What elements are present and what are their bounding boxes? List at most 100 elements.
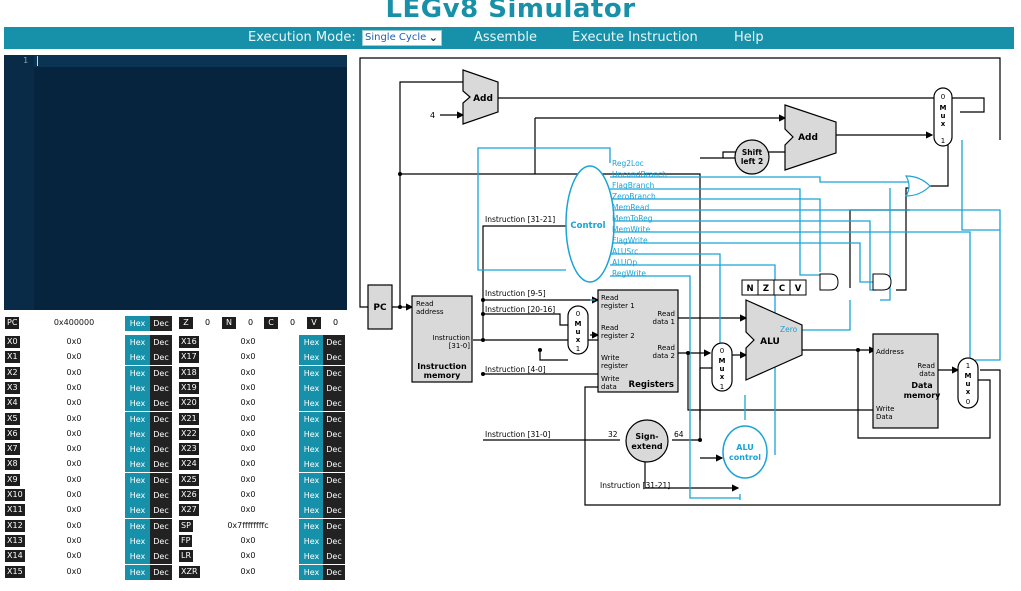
dec-button[interactable]: Dec [323,442,345,457]
hex-button[interactable]: Hex [125,519,150,534]
dec-button[interactable]: Dec [150,381,172,396]
hex-button[interactable]: Hex [299,457,324,472]
hex-button[interactable]: Hex [125,457,150,472]
register-value: 0x0 [66,429,82,438]
dec-button[interactable]: Dec [323,503,345,518]
register-value: 0x0 [240,505,256,514]
svg-text:Read: Read [601,294,619,302]
hex-button[interactable]: Hex [299,350,324,365]
dec-button[interactable]: Dec [150,503,172,518]
dec-button[interactable]: Dec [150,549,172,564]
dec-button[interactable]: Dec [323,366,345,381]
svg-text:x: x [941,120,946,128]
svg-text:extend: extend [631,442,663,451]
dec-button[interactable]: Dec [150,412,172,427]
svg-text:u: u [720,365,725,373]
dec-button[interactable]: Dec [323,427,345,442]
dec-button[interactable]: Dec [150,350,172,365]
hex-button[interactable]: Hex [125,488,150,503]
hex-button[interactable]: Hex [125,503,150,518]
svg-text:0: 0 [720,347,724,355]
execute-instruction-link[interactable]: Execute Instruction [572,30,698,45]
hex-button[interactable]: Hex [299,442,324,457]
dec-button[interactable]: Dec [150,457,172,472]
flags-register: N Z C V [741,279,807,296]
dec-button[interactable]: Dec [150,316,172,331]
dec-button[interactable]: Dec [150,442,172,457]
svg-text:u: u [941,112,946,120]
hex-button[interactable]: Hex [125,335,150,350]
dec-button[interactable]: Dec [150,488,172,503]
dec-button[interactable]: Dec [323,549,345,564]
register-name: X14 [5,550,25,562]
hex-button[interactable]: Hex [299,549,324,564]
alu-control: ALU control [722,425,768,479]
register-name: X8 [5,458,20,470]
assemble-link[interactable]: Assemble [474,30,537,45]
hex-button[interactable]: Hex [299,396,324,411]
svg-text:M: M [940,104,947,112]
dec-button[interactable]: Dec [323,534,345,549]
register-value: 0x0 [66,521,82,530]
alu: ALU Zero [745,299,803,381]
register-name: X20 [179,397,199,409]
dec-button[interactable]: Dec [323,519,345,534]
hex-button[interactable]: Hex [299,488,324,503]
dec-button[interactable]: Dec [150,396,172,411]
register-value: 0x0 [66,368,82,377]
dec-button[interactable]: Dec [323,335,345,350]
hex-button[interactable]: Hex [299,381,324,396]
dec-button[interactable]: Dec [150,366,172,381]
dec-button[interactable]: Dec [323,565,345,580]
hex-button[interactable]: Hex [125,442,150,457]
hex-button[interactable]: Hex [299,473,324,488]
flag-name: C [264,317,278,329]
register-name: XZR [179,566,200,578]
dec-button[interactable]: Dec [323,350,345,365]
hex-button[interactable]: Hex [125,534,150,549]
hex-button[interactable]: Hex [125,473,150,488]
execution-mode-select[interactable]: Single Cycle ⌄ [362,30,442,46]
register-name: X26 [179,489,199,501]
hex-button[interactable]: Hex [299,519,324,534]
dec-button[interactable]: Dec [323,488,345,503]
help-link[interactable]: Help [734,30,764,45]
dec-button[interactable]: Dec [150,335,172,350]
svg-text:Instruction [31-0]: Instruction [31-0] [485,430,550,439]
hex-button[interactable]: Hex [299,366,324,381]
hex-button[interactable]: Hex [299,412,324,427]
dec-button[interactable]: Dec [150,534,172,549]
dec-button[interactable]: Dec [150,473,172,488]
hex-button[interactable]: Hex [125,549,150,564]
register-value: 0x7ffffffffc [227,521,269,530]
hex-button[interactable]: Hex [125,396,150,411]
hex-button[interactable]: Hex [125,366,150,381]
hex-button[interactable]: Hex [125,427,150,442]
dec-button[interactable]: Dec [150,565,172,580]
hex-button[interactable]: Hex [299,427,324,442]
register-name: X2 [5,367,20,379]
register-name: X25 [179,474,199,486]
register-value: 0x400000 [53,318,95,327]
register-value: 0x0 [240,567,256,576]
dec-button[interactable]: Dec [323,473,345,488]
register-file: Read register 1 Read register 2 Write re… [597,289,679,393]
dec-button[interactable]: Dec [323,381,345,396]
hex-button[interactable]: Hex [299,335,324,350]
dec-button[interactable]: Dec [323,457,345,472]
hex-button[interactable]: Hex [125,412,150,427]
hex-button[interactable]: Hex [125,381,150,396]
dec-button[interactable]: Dec [150,427,172,442]
hex-button[interactable]: Hex [299,503,324,518]
svg-text:ALUSrc: ALUSrc [612,247,638,256]
dec-button[interactable]: Dec [323,412,345,427]
register-name: X15 [5,566,25,578]
code-editor[interactable]: 1 [4,55,347,310]
hex-button[interactable]: Hex [125,316,150,331]
dec-button[interactable]: Dec [323,396,345,411]
hex-button[interactable]: Hex [299,534,324,549]
hex-button[interactable]: Hex [299,565,324,580]
dec-button[interactable]: Dec [150,519,172,534]
hex-button[interactable]: Hex [125,565,150,580]
hex-button[interactable]: Hex [125,350,150,365]
